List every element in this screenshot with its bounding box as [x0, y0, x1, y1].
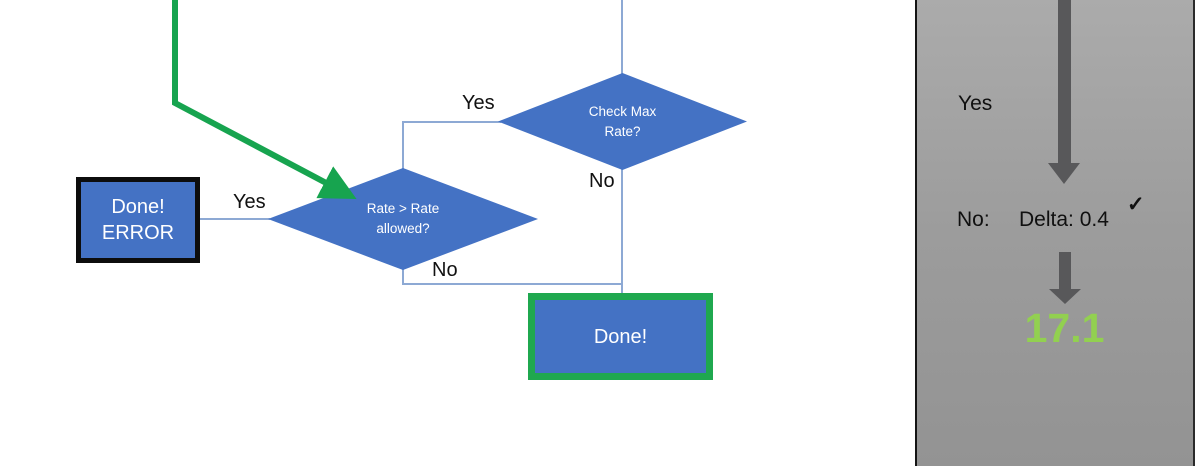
label-rate-no: No [432, 259, 458, 281]
down-arrow-top-head-icon [1048, 163, 1080, 184]
panel-yes-label: Yes [958, 92, 993, 115]
decision-rate-line2: allowed? [376, 221, 430, 236]
label-checkmax-yes: Yes [462, 92, 495, 114]
decision-check-max-rate: Check Max Rate? [498, 73, 747, 170]
decision-rate-allowed: Rate > Rate allowed? [268, 168, 538, 270]
decision-check-max-line2: Rate? [604, 123, 641, 139]
terminator-done: Done! [528, 293, 713, 380]
down-arrow-bottom-icon [1059, 252, 1071, 290]
done-error-line2: ERROR [101, 222, 175, 244]
panel-delta-value: Delta: 0.4 [1019, 208, 1109, 231]
terminator-done-error: Done! ERROR [76, 177, 200, 263]
annotation-panel: Yes No: Delta: 0.4 ✓ 17.1 [915, 0, 1195, 466]
label-checkmax-no: No [589, 170, 615, 192]
down-arrow-bottom-head-icon [1049, 289, 1081, 304]
label-rate-yes: Yes [233, 191, 266, 213]
connector-checkmax-yes-to-rate [402, 121, 501, 170]
down-arrow-top-icon [1058, 0, 1071, 164]
done-label: Done! [593, 325, 648, 348]
decision-rate-line1: Rate > Rate [366, 201, 440, 217]
checkmark-icon: ✓ [1127, 193, 1145, 216]
result-value: 17.1 [1024, 305, 1105, 351]
decision-check-max-line1: Check Max [588, 103, 657, 119]
panel-no-label: No: [957, 208, 990, 231]
highlight-green-arrow-path [172, 0, 357, 200]
done-error-line1: Done! [111, 196, 165, 218]
